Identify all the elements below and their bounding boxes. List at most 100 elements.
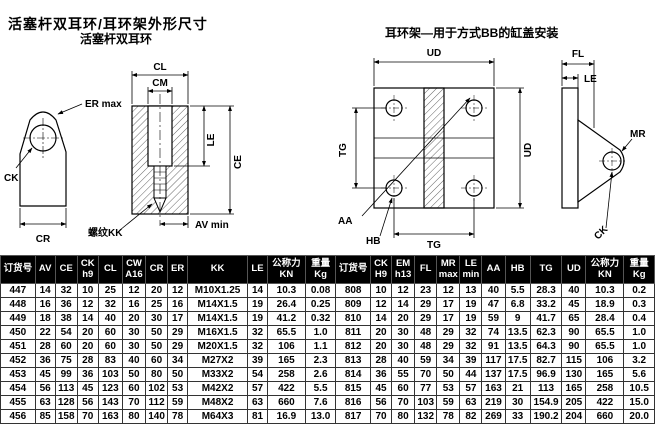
table-cell: 451 bbox=[0, 339, 36, 354]
table-cell: 17 bbox=[436, 311, 461, 326]
table-cell: 36 bbox=[34, 353, 56, 368]
table-cell: M14X1.5 bbox=[187, 311, 249, 326]
table-cell: 455 bbox=[0, 395, 36, 410]
table-cell: 80 bbox=[121, 409, 147, 424]
table-cell: 13.5 bbox=[504, 325, 531, 340]
column-header: 订货号 bbox=[0, 255, 36, 284]
table-cell: 815 bbox=[335, 381, 371, 396]
column-header: CK h9 bbox=[76, 255, 99, 284]
column-header: CK H9 bbox=[369, 255, 393, 284]
bracket-side-view bbox=[561, 87, 625, 209]
table-cell: 814 bbox=[335, 367, 371, 382]
table-cell: 29 bbox=[414, 297, 438, 312]
table-cell: 57 bbox=[459, 381, 483, 396]
table-cell: 50 bbox=[145, 325, 169, 340]
table-cell: 25 bbox=[97, 283, 123, 298]
table-cell: 75 bbox=[54, 353, 78, 368]
column-header: 订货号 bbox=[335, 255, 371, 284]
table-cell: 10.3 bbox=[585, 283, 625, 298]
table-cell: 0.32 bbox=[304, 311, 337, 326]
table-cell: 90 bbox=[561, 339, 587, 354]
table-cell: 29 bbox=[414, 311, 438, 326]
table-cell: 60 bbox=[145, 353, 169, 368]
table-cell: 34 bbox=[167, 353, 189, 368]
table-cell: 96.9 bbox=[529, 367, 563, 382]
table-cell: 0.25 bbox=[304, 297, 337, 312]
table-cell: 91 bbox=[481, 339, 506, 354]
table-cell: 14 bbox=[34, 283, 56, 298]
table-cell: 17 bbox=[167, 311, 189, 326]
dim-fl: FL bbox=[561, 49, 595, 128]
table-cell: 5.5 bbox=[304, 381, 337, 396]
table-cell: 269 bbox=[481, 409, 506, 424]
table-cell: 810 bbox=[335, 311, 371, 326]
table-cell: 817 bbox=[335, 409, 371, 424]
table-cell: 1.0 bbox=[304, 325, 337, 340]
table-cell: 3.2 bbox=[623, 353, 655, 368]
table-cell: 13.5 bbox=[504, 339, 531, 354]
table-cell: 80 bbox=[391, 409, 416, 424]
le-side-label: LE bbox=[584, 74, 597, 85]
table-cell: 28 bbox=[369, 353, 393, 368]
table-cell: 44 bbox=[459, 367, 483, 382]
table-cell: 40 bbox=[391, 353, 416, 368]
table-cell: 63 bbox=[34, 395, 56, 410]
table-cell: 19 bbox=[247, 297, 268, 312]
table-cell: 23 bbox=[414, 283, 438, 298]
dim-hb: HB bbox=[366, 197, 393, 247]
table-cell: 22 bbox=[34, 325, 56, 340]
table-cell: 50 bbox=[436, 367, 461, 382]
dim-ck: CK bbox=[4, 147, 33, 184]
table-cell: 56 bbox=[34, 381, 56, 396]
table-cell: 2.3 bbox=[304, 353, 337, 368]
table-cell: 103 bbox=[414, 395, 438, 410]
dim-ce: CE bbox=[190, 105, 244, 215]
column-header: 公称力 KN bbox=[585, 255, 625, 284]
dim-cm: CM bbox=[147, 78, 173, 104]
table-cell: 422 bbox=[585, 395, 625, 410]
dim-ud-top: UD bbox=[373, 48, 495, 86]
table-cell: 14 bbox=[76, 311, 99, 326]
table-cell: 14 bbox=[369, 311, 393, 326]
column-header: AV bbox=[34, 255, 56, 284]
table-cell: 258 bbox=[585, 381, 625, 396]
column-header: 公称力 KN bbox=[266, 255, 306, 284]
table-cell: 70 bbox=[121, 395, 147, 410]
dim-ud-right: UD bbox=[496, 87, 534, 209]
table-cell: 128 bbox=[54, 395, 78, 410]
table-cell: 16 bbox=[121, 297, 147, 312]
table-cell: 60 bbox=[97, 339, 123, 354]
table-cell: 45 bbox=[369, 381, 393, 396]
er-max-label: ER max bbox=[85, 99, 122, 110]
table-cell: 102 bbox=[145, 381, 169, 396]
table-cell: 219 bbox=[481, 395, 506, 410]
table-cell: 660 bbox=[266, 395, 306, 410]
table-cell: 70 bbox=[76, 409, 99, 424]
table-cell: 36 bbox=[76, 367, 99, 382]
table-cell: 30 bbox=[121, 325, 147, 340]
table-cell: 32 bbox=[247, 325, 268, 340]
table-cell: 30 bbox=[121, 339, 147, 354]
column-header: CR bbox=[145, 255, 169, 284]
dim-av-min: AV min bbox=[159, 216, 229, 231]
clevis-side-view bbox=[19, 111, 67, 207]
table-cell: 0.3 bbox=[623, 297, 655, 312]
table-cell: 10 bbox=[369, 283, 393, 298]
table-cell: 20 bbox=[145, 283, 169, 298]
table-cell: 9 bbox=[504, 311, 531, 326]
table-cell: 14 bbox=[391, 297, 416, 312]
table-cell: 36 bbox=[369, 367, 393, 382]
column-header: 重量 Kg bbox=[304, 255, 337, 284]
ce-label: CE bbox=[233, 155, 244, 169]
table-cell: 65.5 bbox=[266, 325, 306, 340]
table-cell: 12 bbox=[121, 283, 147, 298]
table-cell: 103 bbox=[97, 367, 123, 382]
table-cell: 14 bbox=[247, 283, 268, 298]
table-cell: 137 bbox=[481, 367, 506, 382]
dim-tg-bottom: TG bbox=[393, 198, 475, 251]
table-cell: 60 bbox=[121, 381, 147, 396]
table-cell: 12 bbox=[167, 283, 189, 298]
